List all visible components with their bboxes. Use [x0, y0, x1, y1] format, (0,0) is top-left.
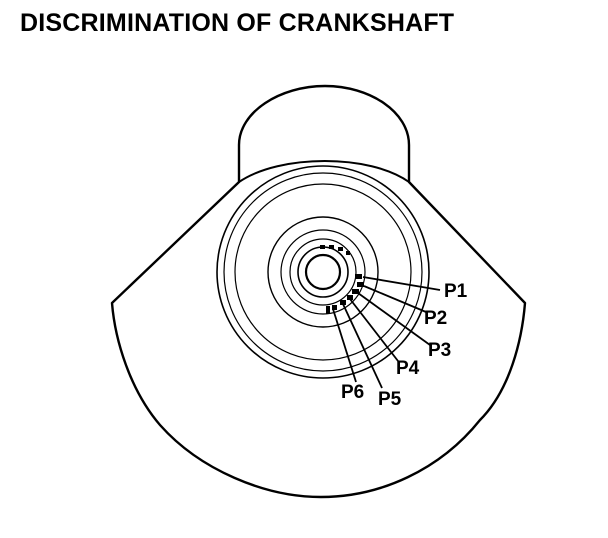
label-p3: P3	[428, 340, 451, 361]
leader-line-p4	[349, 298, 399, 362]
label-p4: P4	[396, 358, 420, 379]
label-p6: P6	[341, 382, 364, 403]
leader-line-p3	[357, 292, 431, 346]
leader-lines	[332, 276, 441, 389]
crankshaft-outline	[110, 84, 527, 499]
label-p5: P5	[378, 389, 402, 410]
concentric-rings	[216, 165, 430, 379]
label-p2: P2	[424, 308, 447, 329]
leader-line-p2	[363, 285, 427, 313]
label-p1: P1	[444, 281, 468, 302]
leader-line-p5	[342, 303, 383, 389]
diagram-title: DISCRIMINATION OF CRANKSHAFT	[20, 9, 455, 37]
leader-line-p1	[362, 276, 441, 291]
lobe-arc	[238, 160, 410, 183]
leader-line-p6	[332, 308, 357, 383]
punch-marks	[320, 245, 364, 314]
